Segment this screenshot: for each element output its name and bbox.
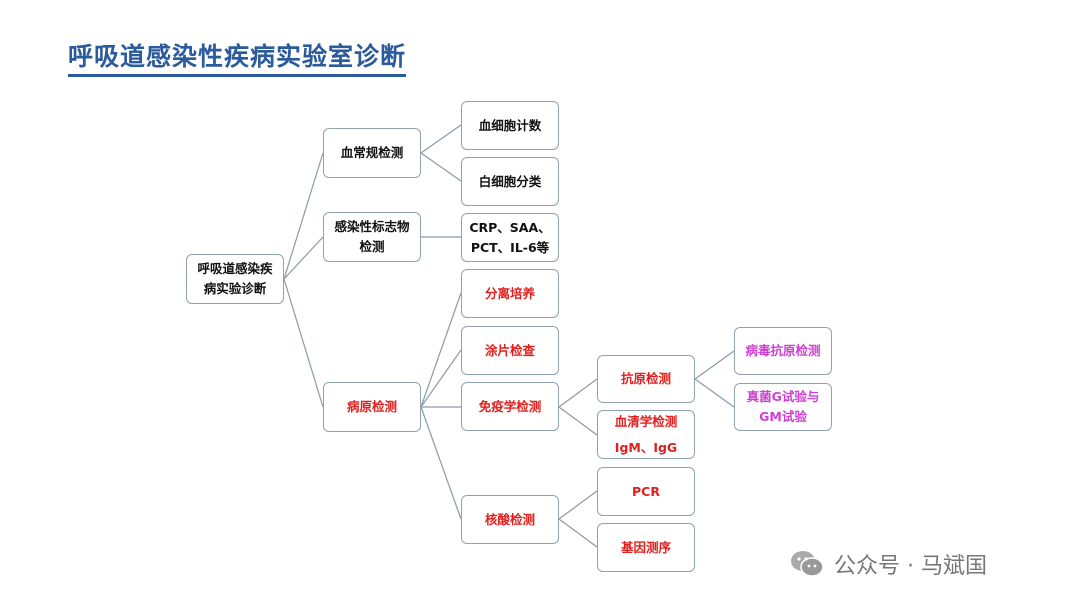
- node-markers-list: CRP、SAA、PCT、IL-6等: [461, 213, 559, 262]
- node-blood-routine: 血常规检测: [323, 128, 421, 178]
- watermark-text: 公众号 · 马斌国: [834, 554, 987, 579]
- connector: [283, 152, 324, 280]
- node-nucleic-acid: 核酸检测: [461, 495, 559, 544]
- wechat-icon: [791, 551, 824, 577]
- node-infection-markers: 感染性标志物检测: [323, 212, 421, 262]
- connector: [558, 406, 598, 436]
- connector: [420, 124, 462, 154]
- connector: [420, 152, 462, 182]
- node-smear: 涂片检查: [461, 326, 559, 375]
- serology-sub-label: IgM、IgG: [614, 439, 678, 455]
- node-pcr: PCR: [597, 467, 695, 516]
- node-serology: 血清学检测 IgM、IgG: [597, 410, 695, 459]
- connector: [694, 378, 735, 408]
- node-antigen: 抗原检测: [597, 355, 695, 403]
- node-root: 呼吸道感染疾病实验诊断: [186, 254, 284, 304]
- node-fungal: 真菌G试验与GM试验: [734, 383, 832, 431]
- node-pathogen: 病原检测: [323, 382, 421, 432]
- watermark: 公众号 · 马斌国: [790, 548, 987, 580]
- connector: [283, 236, 324, 280]
- connector: [420, 349, 462, 408]
- connector: [694, 350, 735, 380]
- node-wbc-diff: 白细胞分类: [461, 157, 559, 206]
- connector: [420, 406, 462, 520]
- connector: [558, 518, 598, 548]
- connector: [558, 490, 598, 520]
- connector: [420, 292, 462, 408]
- page-title: 呼吸道感染性疾病实验室诊断: [68, 42, 407, 77]
- node-culture: 分离培养: [461, 269, 559, 318]
- node-sequencing: 基因测序: [597, 523, 695, 572]
- connector: [558, 378, 598, 408]
- serology-label: 血清学检测: [614, 413, 678, 429]
- connector: [283, 278, 324, 408]
- node-immunology: 免疫学检测: [461, 382, 559, 431]
- node-blood-cell-count: 血细胞计数: [461, 101, 559, 150]
- node-viral-antigen: 病毒抗原检测: [734, 327, 832, 375]
